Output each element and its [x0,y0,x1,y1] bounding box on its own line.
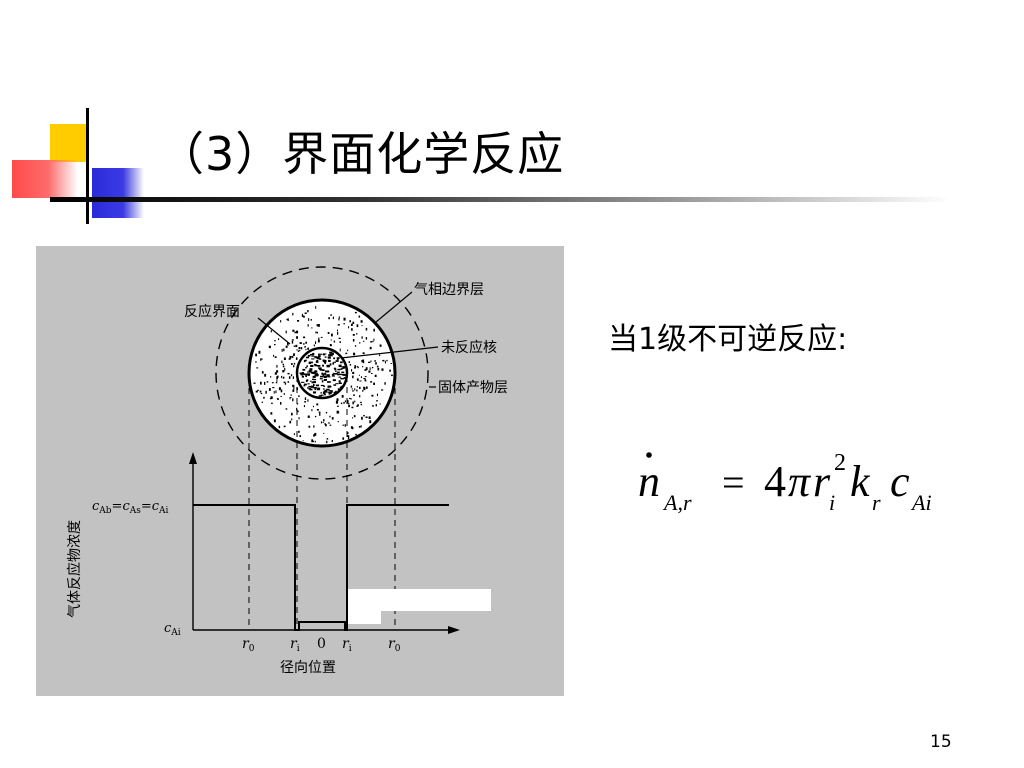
rate-equation: n A,r = 4 π r 2 i k r c Ai [636,440,956,530]
eq-sub-ar: A,r [662,490,692,515]
cover-patch-wide [348,589,491,611]
shrinking-core-figure: 气相边界层 反应界面 未反应核 固体产物层 cAb=cAs=cAi cAi 气体… [36,246,564,696]
leader-unreacted-core [340,346,439,359]
y-axis-arrow [189,452,197,464]
label-reaction-interface: 反应界面 [184,303,240,320]
reaction-order-text: 当1级不可逆反应: [608,322,848,357]
label-solid-product-layer: 固体产物层 [438,380,508,396]
leader-gas-film [375,291,413,323]
eq-equals: = [722,460,745,505]
decor-vertical-line [86,108,89,224]
eq-pi: π [788,457,812,506]
rate-equation-svg: n A,r = 4 π r 2 i k r c Ai [638,450,932,515]
eq-sup-2: 2 [834,450,846,476]
leader-reaction-interface [257,317,291,345]
eq-r: r [813,457,831,506]
title-underline [50,197,950,202]
gas-film-circle [215,266,429,480]
page-number: 15 [930,732,952,752]
slide-title: （3）界面化学反应 [158,127,565,181]
tick-ri-right: ri [342,636,352,654]
core-texture [299,351,347,397]
eq-n: n [638,457,660,506]
x-axis-title: 径向位置 [280,660,336,676]
label-c-lower: cAi [164,621,181,638]
decor-blue-block [92,168,144,218]
n-dot [646,452,652,458]
eq-c: c [890,457,910,506]
decor-red-block [12,160,78,198]
eq-sub-ai: Ai [910,490,932,515]
label-c-upper: cAb=cAs=cAi [92,499,169,516]
decor-yellow-block [50,124,88,162]
eq-sub-r: r [872,490,881,515]
eq-k: k [850,457,871,506]
eq-sub-i: i [829,490,835,515]
cover-patch-small [348,604,381,624]
tick-zero: 0 [317,636,326,652]
figure-svg: 气相边界层 反应界面 未反应核 固体产物层 cAb=cAs=cAi cAi 气体… [66,266,508,676]
x-axis-arrow [448,626,460,634]
label-unreacted-core: 未反应核 [441,339,497,356]
eq-coefficient: 4 [764,457,786,506]
tick-r0-left: r0 [242,636,255,654]
product-layer-dots [253,306,393,444]
label-gas-film: 气相边界层 [414,282,484,298]
concentration-profile [193,504,449,631]
y-axis-title: 气体反应物浓度 [66,520,83,618]
tick-r0-right: r0 [388,636,401,654]
tick-ri-left: ri [290,636,300,654]
